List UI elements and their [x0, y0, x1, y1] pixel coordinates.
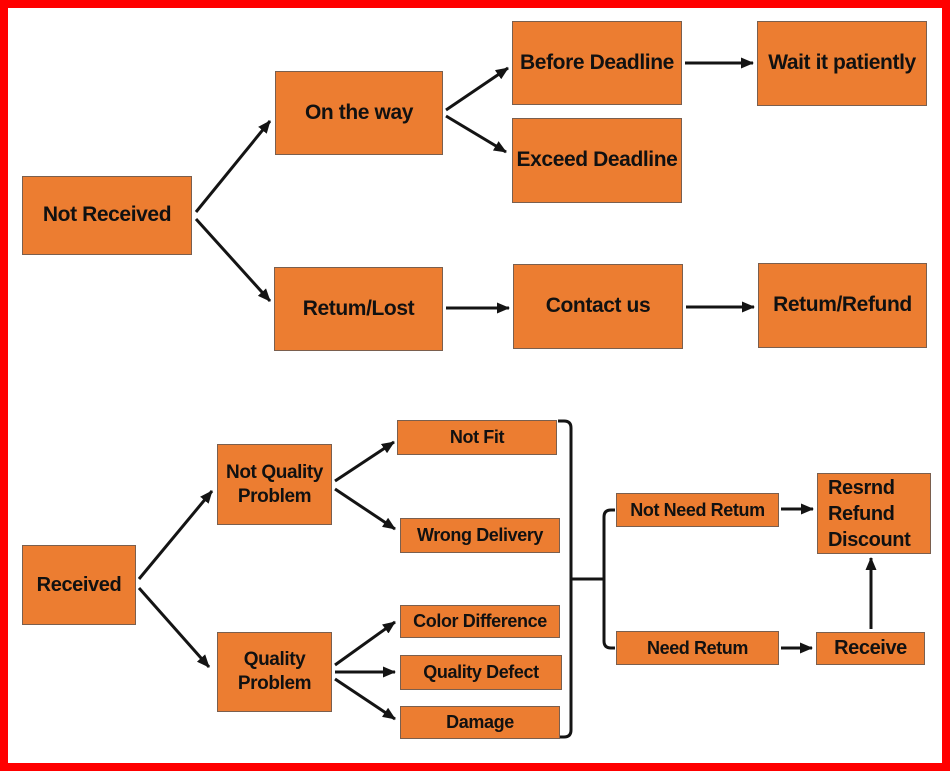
node-label: On the way — [304, 100, 414, 124]
node-not-received: Not Received — [22, 176, 192, 255]
node-label: Not Quality Problem — [226, 461, 323, 507]
node-not-need-retum: Not Need Retum — [616, 493, 779, 527]
arrow-nqp-to-not-fit — [334, 440, 395, 483]
arrow-nqp-to-wrong-delivery — [334, 487, 396, 531]
arrow-on-the-way-to-exceed-deadline — [445, 114, 507, 154]
node-quality-defect: Quality Defect — [400, 655, 562, 690]
node-label: Not Received — [42, 203, 172, 227]
node-wait-it-patiently: Wait it patiently — [757, 21, 927, 106]
node-on-the-way: On the way — [275, 71, 443, 155]
node-label: Received — [36, 573, 122, 596]
node-label: Not Fit — [449, 427, 505, 448]
node-label: Exceed Deadline — [516, 148, 678, 172]
node-received: Received — [22, 545, 136, 625]
node-retum-refund: Retum/Refund — [758, 263, 927, 348]
node-label: Receive — [834, 637, 907, 659]
node-color-difference: Color Difference — [400, 605, 560, 638]
node-not-quality-problem: Not Quality Problem — [217, 444, 332, 525]
node-wrong-delivery: Wrong Delivery — [400, 518, 560, 553]
arrow-not-received-to-retum-lost — [194, 217, 272, 303]
node-label: Wrong Delivery — [416, 525, 544, 546]
node-receive: Receive — [816, 632, 925, 665]
node-label: Retum/Lost — [302, 296, 415, 320]
node-need-retum: Need Retum — [616, 631, 779, 665]
node-label: Color Difference — [413, 611, 547, 632]
node-exceed-deadline: Exceed Deadline — [512, 118, 682, 203]
node-label: Contact us — [545, 294, 651, 318]
node-label: Retum/Refund — [773, 293, 912, 317]
node-resrnd-refund-discount: Resrnd Refund Discount — [817, 473, 931, 554]
node-before-deadline: Before Deadline — [512, 21, 682, 105]
node-label: Resrnd Refund Discount — [828, 476, 911, 551]
node-label: Quality Defect — [423, 662, 539, 683]
arrow-qp-to-color-difference — [334, 620, 396, 667]
node-label: Quality Problem — [237, 649, 312, 694]
node-damage: Damage — [400, 706, 560, 739]
node-label: Damage — [446, 712, 514, 733]
arrow-qp-to-damage — [334, 677, 396, 721]
node-not-fit: Not Fit — [397, 420, 557, 455]
node-contact-us: Contact us — [513, 264, 683, 349]
arrow-not-received-to-on-the-way — [194, 120, 272, 213]
bracket-return-options — [602, 508, 615, 650]
node-label: Wait it patiently — [768, 51, 916, 75]
node-label: Need Retum — [646, 637, 749, 658]
arrow-on-the-way-to-before-deadline — [445, 66, 509, 112]
arrow-received-to-quality-problem — [137, 587, 211, 668]
node-quality-problem: Quality Problem — [217, 632, 332, 712]
node-label: Before Deadline — [520, 50, 674, 74]
arrow-received-to-not-quality-problem — [137, 490, 214, 580]
node-label: Not Need Retum — [630, 499, 765, 520]
node-retum-lost: Retum/Lost — [274, 267, 443, 351]
